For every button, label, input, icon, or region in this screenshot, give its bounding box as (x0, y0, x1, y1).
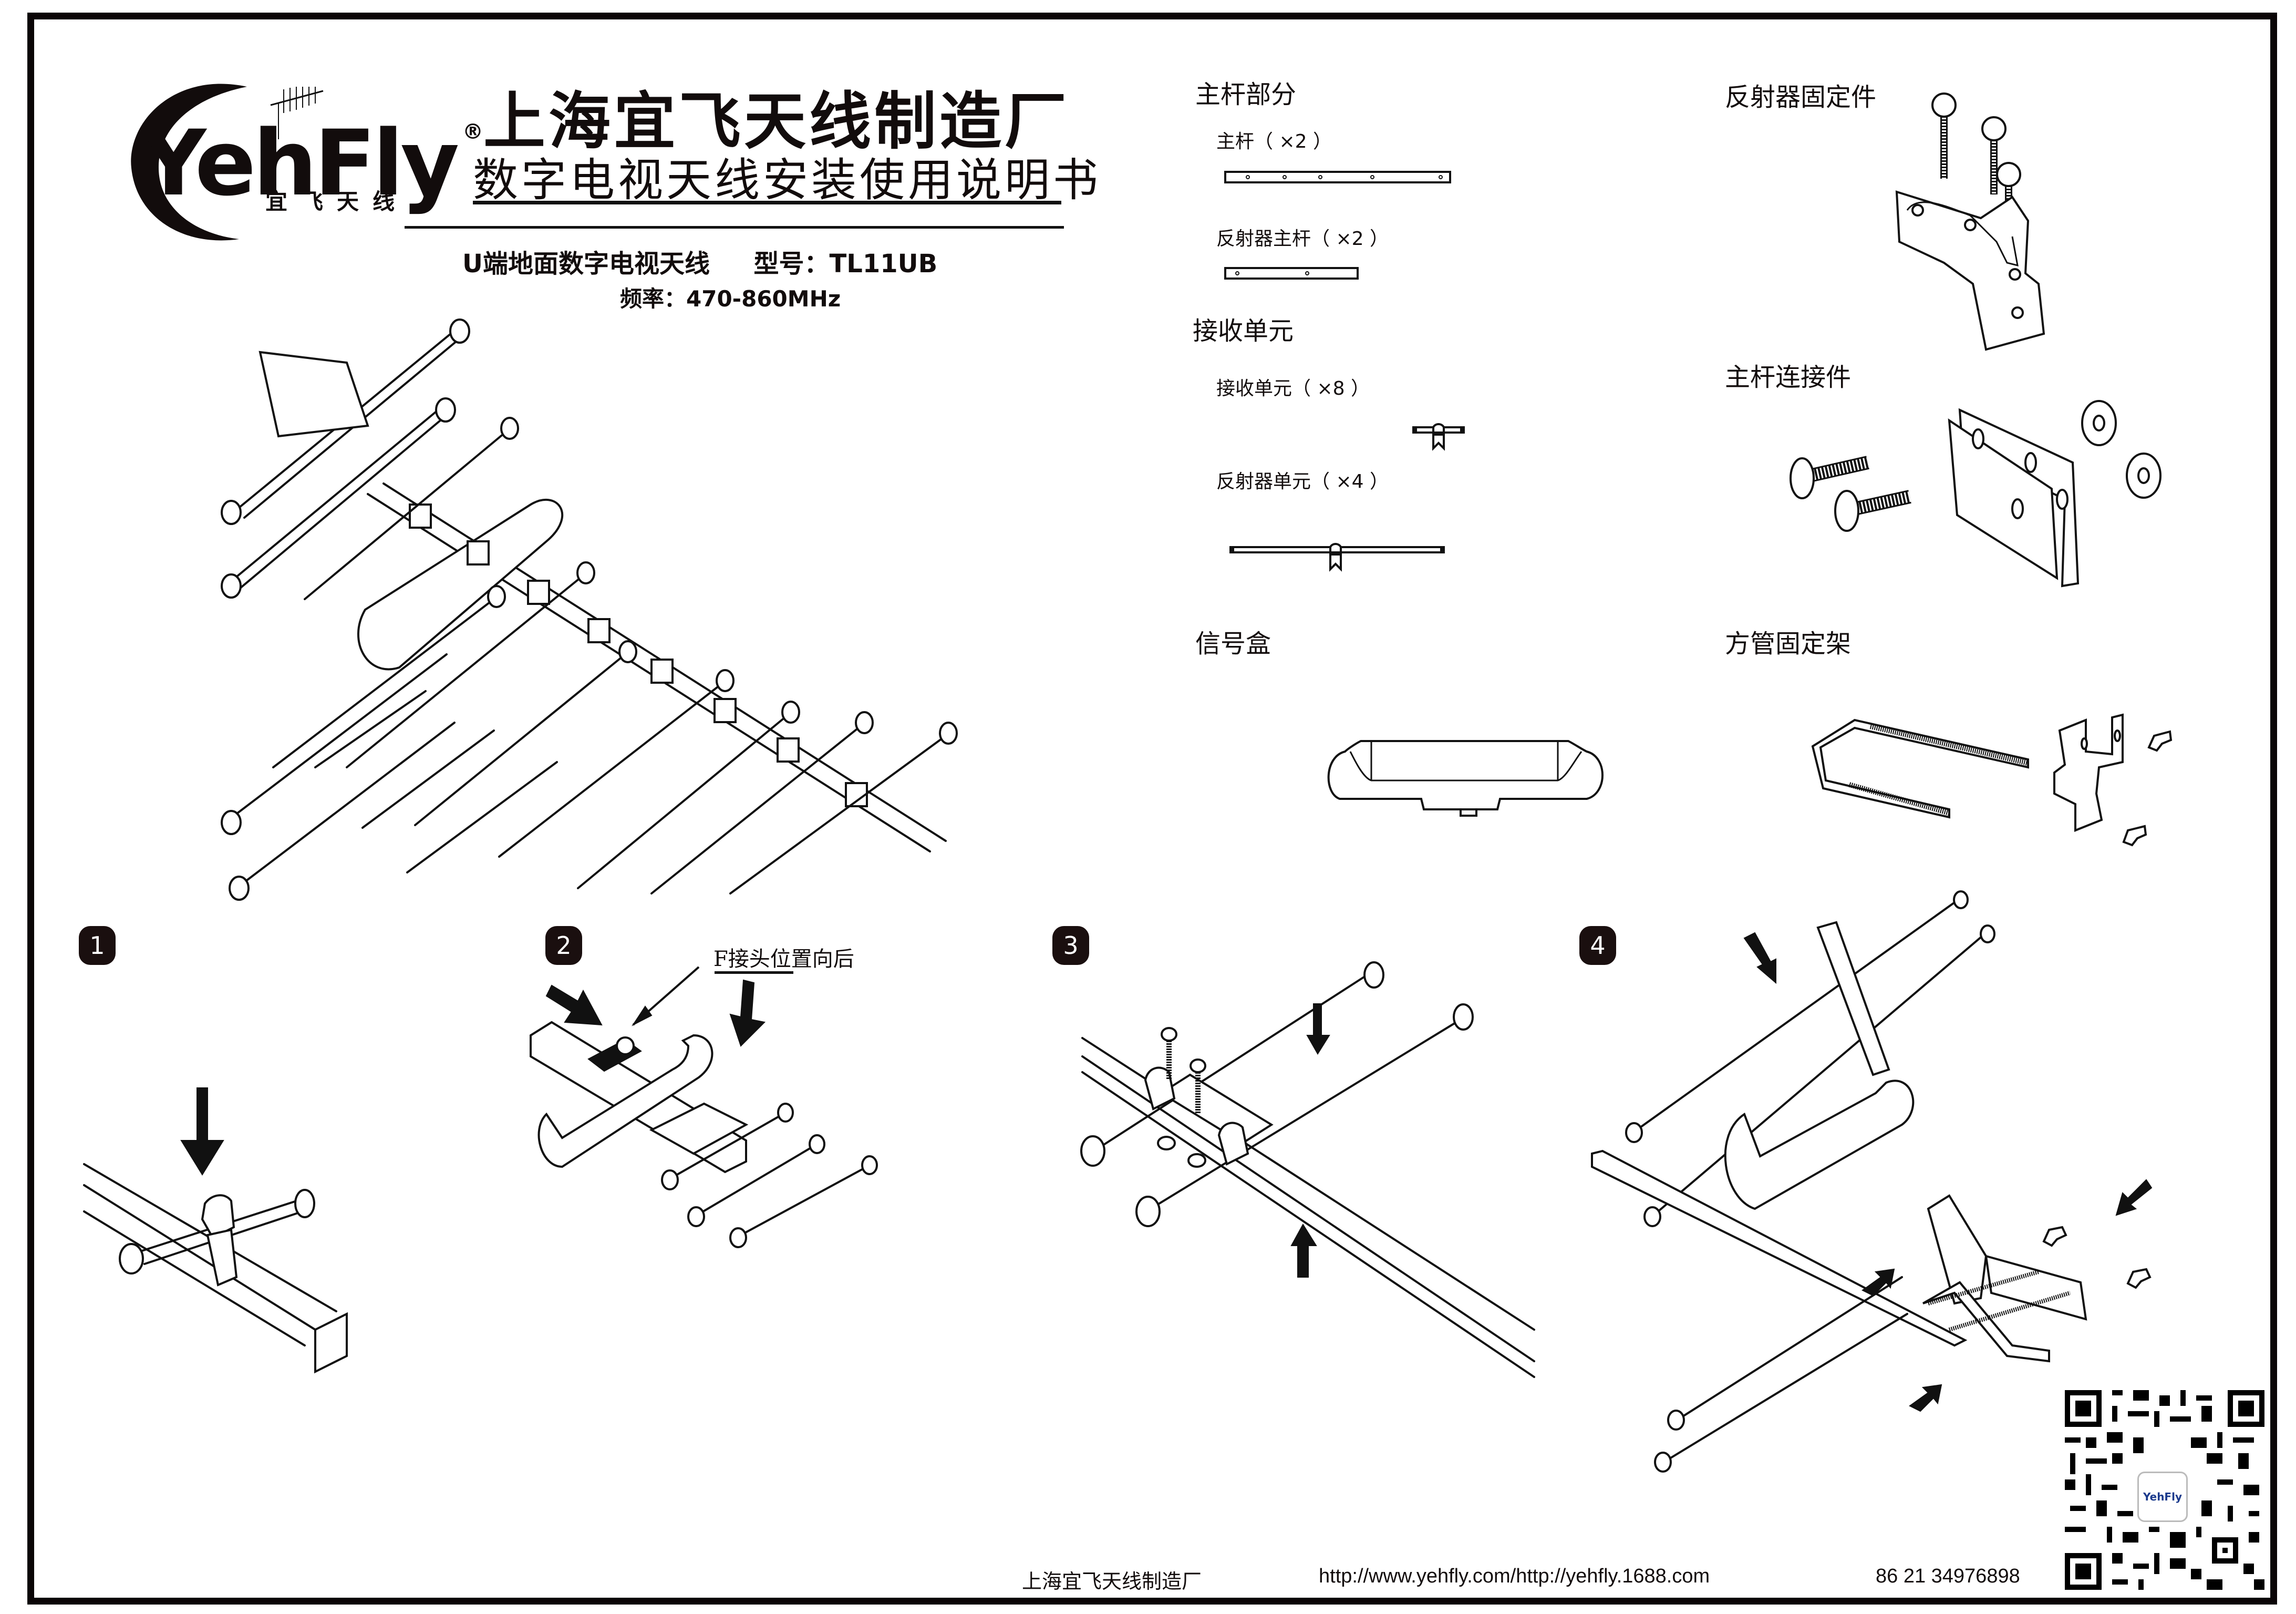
logo-antenna-icon (270, 87, 324, 139)
brand-subtitle: 宜飞天线 (265, 189, 409, 214)
step-number-badge: 2 (545, 926, 582, 965)
frequency-range: 频率：470-860MHz (620, 286, 841, 312)
footer-company: 上海宜飞天线制造厂 (1022, 1571, 1202, 1593)
title-underline (473, 201, 1061, 204)
arrow-diagonal-icon (2115, 1179, 2153, 1216)
step-2-illustration (530, 966, 878, 1248)
registered-mark: ® (462, 120, 483, 144)
signal-box-illustration (1327, 740, 1604, 817)
arrow-down-icon (1306, 1003, 1330, 1055)
qr-pattern-icon (2065, 1390, 2264, 1590)
part-label-reflector-element: 反射器单元（ ×4 ） (1216, 471, 1389, 492)
reflector-fixture-illustration (1895, 92, 2045, 351)
receiving-element-illustration (1412, 423, 1465, 451)
step-1-illustration (83, 1087, 348, 1374)
product-model-line: U端地面数字电视天线 型号：TL11UB (462, 249, 938, 279)
step-number-badge: 4 (1579, 926, 1616, 965)
section-title-mast-bracket: 方管固定架 (1725, 629, 1852, 659)
footer-website-link[interactable]: http://www.yehfly.com/http://yehfly.1688… (1319, 1565, 1710, 1587)
assembled-antenna-illustration (221, 318, 958, 901)
manual-title: 数字电视天线安装使用说明书 (473, 154, 1101, 207)
logo-crescent-icon (131, 84, 247, 241)
qr-center-logo: YehFly (2137, 1472, 2188, 1522)
boom-connector-illustration (1790, 400, 2161, 588)
section-title-reflector-fixture: 反射器固定件 (1725, 83, 1877, 112)
header-divider (405, 226, 1064, 229)
arrow-diagonal-icon (1861, 1268, 1895, 1297)
part-label-main-boom: 主杆（ ×2 ） (1216, 131, 1332, 152)
step-4-illustration (1591, 890, 2153, 1473)
f-connector-callout: F接头位置向后 (713, 947, 854, 971)
arrow-diagonal-icon (1743, 932, 1776, 984)
callout-underline (715, 971, 793, 974)
arrow-down-icon (180, 1087, 224, 1176)
qr-code[interactable]: YehFly (2065, 1390, 2264, 1590)
mast-bracket-illustration (1811, 713, 2173, 847)
reflector-element-illustration (1229, 543, 1445, 572)
step-number-badge: 1 (79, 926, 116, 965)
section-title-main-boom: 主杆部分 (1195, 80, 1297, 109)
page-border (27, 13, 2277, 1605)
brand-logo-text: YehFly (141, 110, 459, 216)
section-title-receiving-elements: 接收单元 (1193, 316, 1294, 346)
part-label-reflector-boom: 反射器主杆（ ×2 ） (1216, 228, 1389, 250)
company-title: 上海宜飞天线制造厂 (483, 85, 1070, 158)
arrow-diagonal-icon (1909, 1384, 1942, 1412)
step-number-badge: 3 (1052, 926, 1089, 965)
section-title-boom-connector: 主杆连接件 (1725, 363, 1852, 392)
arrow-up-icon (1290, 1224, 1317, 1278)
part-label-receiving-element: 接收单元（ ×8 ） (1216, 378, 1370, 399)
main-boom-part-illustration (1224, 171, 1451, 183)
section-title-signal-box: 信号盒 (1195, 629, 1271, 659)
step-3-illustration (1080, 961, 1535, 1378)
footer-phone: 86 21 34976898 (1876, 1565, 2020, 1587)
arrow-down-icon (729, 979, 766, 1047)
reflector-boom-part-illustration (1224, 267, 1359, 280)
arrow-diagonal-icon (545, 984, 603, 1026)
